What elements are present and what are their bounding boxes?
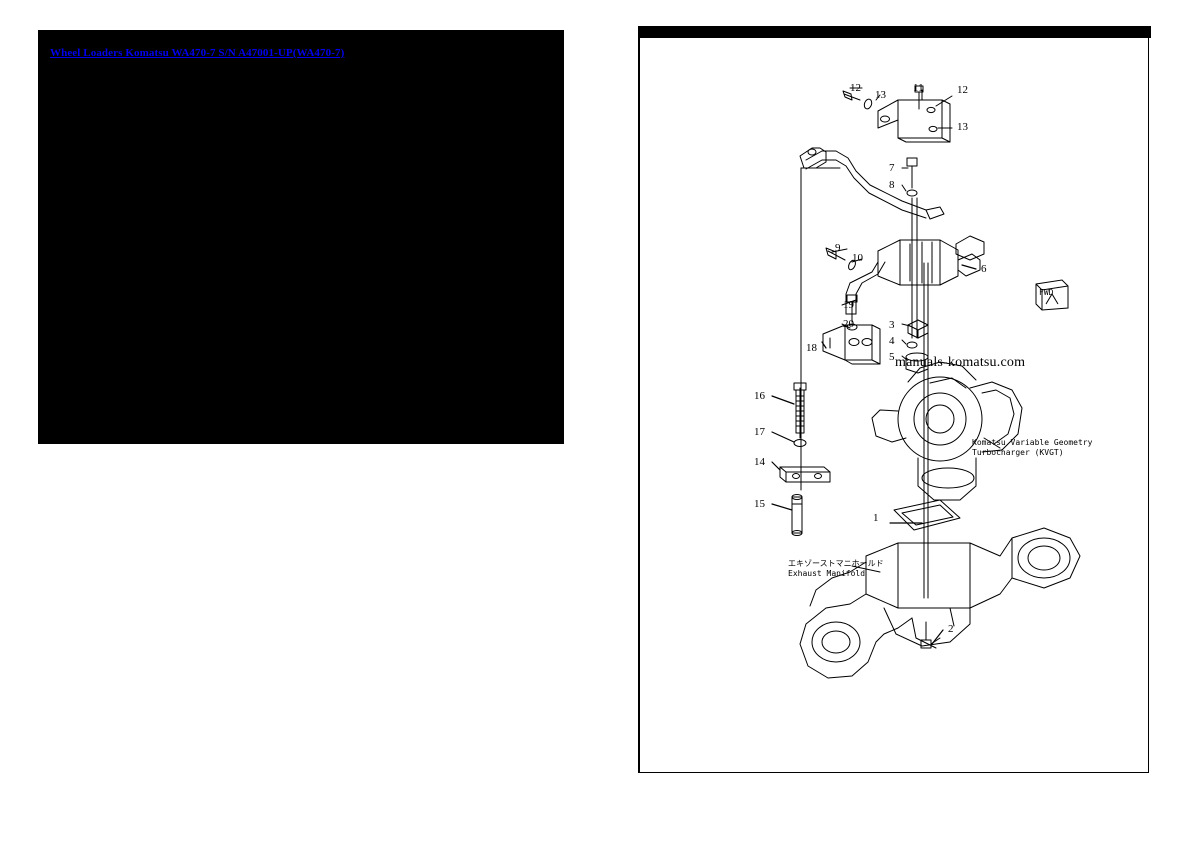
callout-5: 5 [889, 351, 895, 363]
callout-2: 2 [948, 623, 954, 635]
callout-15: 15 [754, 498, 765, 510]
turbocharger-caption: Komatsu Variable Geometry Turbocharger (… [972, 438, 1093, 457]
callout-20: 20 [843, 318, 854, 330]
callout-1: 1 [873, 512, 879, 524]
callout-13: 13 [875, 89, 886, 101]
fwd-label: FWD [1039, 288, 1054, 297]
exhaust-manifold-caption: エキゾーストマニホールド Exhaust Manifold [788, 559, 884, 578]
callout-19: 19 [843, 299, 854, 311]
callout-7: 7 [889, 162, 895, 174]
document-title-link[interactable]: Wheel Loaders Komatsu WA470-7 S/N A47001… [50, 47, 345, 59]
callout-12: 12 [850, 82, 861, 94]
document-preview-panel: Wheel Loaders Komatsu WA470-7 S/N A47001… [38, 30, 564, 444]
callout-13-right: 13 [957, 121, 968, 133]
diagram-area: FWD manuals-komatsu.com Komatsu Variable… [640, 38, 1151, 773]
callout-9: 9 [835, 242, 841, 254]
callout-17: 17 [754, 426, 765, 438]
callout-12-right: 12 [957, 84, 968, 96]
callout-3: 3 [889, 319, 895, 331]
callout-6: 6 [981, 263, 987, 275]
callout-18: 18 [806, 342, 817, 354]
callout-16: 16 [754, 390, 765, 402]
fwd-marker-icon [1035, 279, 1069, 311]
exhaust-manifold-turbocharger-drawing [771, 85, 1081, 679]
callout-4: 4 [889, 335, 895, 347]
callout-11: 11 [913, 82, 924, 94]
diagram-header-bar [640, 26, 1151, 38]
parts-diagram-panel: FWD manuals-komatsu.com Komatsu Variable… [638, 26, 1151, 773]
callout-10: 10 [852, 252, 863, 264]
callout-14: 14 [754, 456, 765, 468]
callout-8: 8 [889, 179, 895, 191]
watermark-text: manuals-komatsu.com [895, 355, 1026, 370]
